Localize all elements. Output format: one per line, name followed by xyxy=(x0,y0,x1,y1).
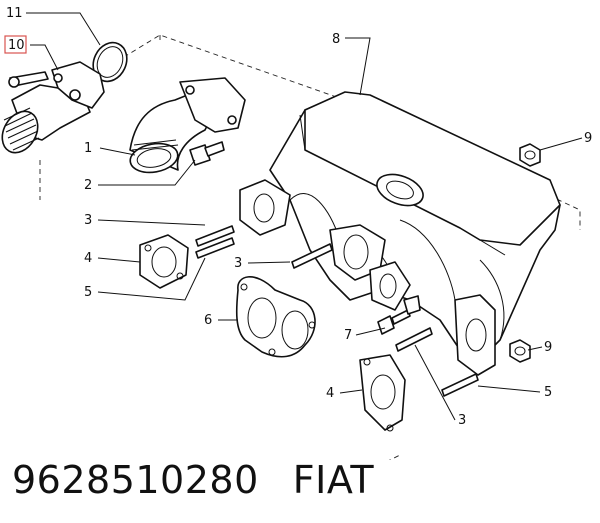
callout-1: 1 xyxy=(84,141,92,156)
callout-9-upper: 9 xyxy=(584,131,592,146)
callout-2: 2 xyxy=(84,178,92,193)
part-6-twin-port-gasket xyxy=(235,276,316,358)
flange-gasket-mid xyxy=(369,261,411,311)
callout-11: 11 xyxy=(6,6,23,21)
part-1-elbow-pipe xyxy=(129,77,246,174)
part-7-bolt xyxy=(377,295,421,335)
callout-labels: 11 10 8 9 1 2 3 4 5 3 6 7 9 4 3 5 xyxy=(6,6,592,428)
brand-name: FIAT xyxy=(292,458,375,502)
part-3-stud-a xyxy=(195,225,235,247)
part-10-outlet-housing xyxy=(1,61,105,154)
callout-3-c: 3 xyxy=(458,413,466,428)
callout-10-highlight xyxy=(4,35,27,54)
flange-gasket-upper-left xyxy=(239,179,291,236)
part-2-bolt xyxy=(189,141,225,166)
part-3-stud-c xyxy=(395,327,433,352)
callout-4-b: 4 xyxy=(326,386,334,401)
part-4-gasket-upper xyxy=(139,234,189,289)
callout-5-b: 5 xyxy=(544,385,552,400)
callout-7: 7 xyxy=(344,328,352,343)
part-4-gasket-lower xyxy=(359,354,406,432)
callout-8: 8 xyxy=(332,32,340,47)
part-9-nut-upper xyxy=(519,143,541,167)
callout-3-a: 3 xyxy=(84,213,92,228)
part-3-stud-b xyxy=(291,243,333,269)
part-number: 9628510280 xyxy=(12,458,259,502)
callout-5-a: 5 xyxy=(84,285,92,300)
part-5-stud-a xyxy=(195,237,235,259)
callout-4-a: 4 xyxy=(84,251,92,266)
callout-9-lower: 9 xyxy=(544,340,552,355)
part-9-nut-lower xyxy=(509,339,531,363)
exploded-parts-diagram: 11 10 8 9 1 2 3 4 5 3 6 7 9 4 3 5 xyxy=(1,6,592,460)
callout-3-b: 3 xyxy=(234,256,242,271)
callout-6: 6 xyxy=(204,313,212,328)
flange-gasket-lower-right xyxy=(454,294,496,376)
part-footer: 9628510280 FIAT xyxy=(12,458,374,502)
leader-lines xyxy=(26,12,583,421)
callout-10: 10 xyxy=(8,38,25,53)
part-5-stud-b xyxy=(441,373,479,397)
